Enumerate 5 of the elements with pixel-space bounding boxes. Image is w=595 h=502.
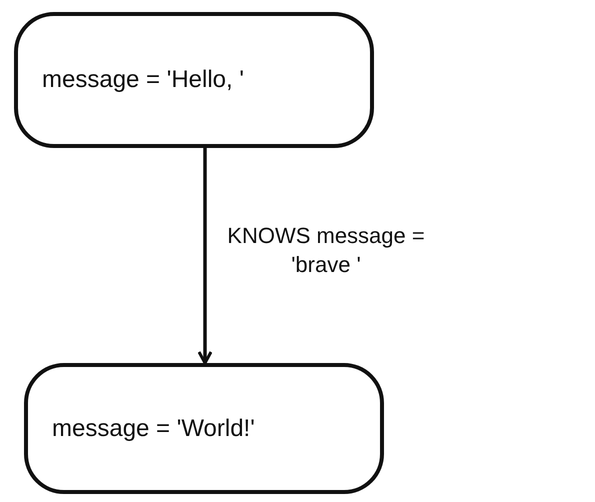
arrow (198, 148, 212, 364)
rounded-box (14, 12, 374, 148)
rounded-box (24, 363, 384, 494)
node-text: message = 'Hello, ' (42, 66, 244, 94)
node-text: message = 'World!' (52, 414, 255, 442)
